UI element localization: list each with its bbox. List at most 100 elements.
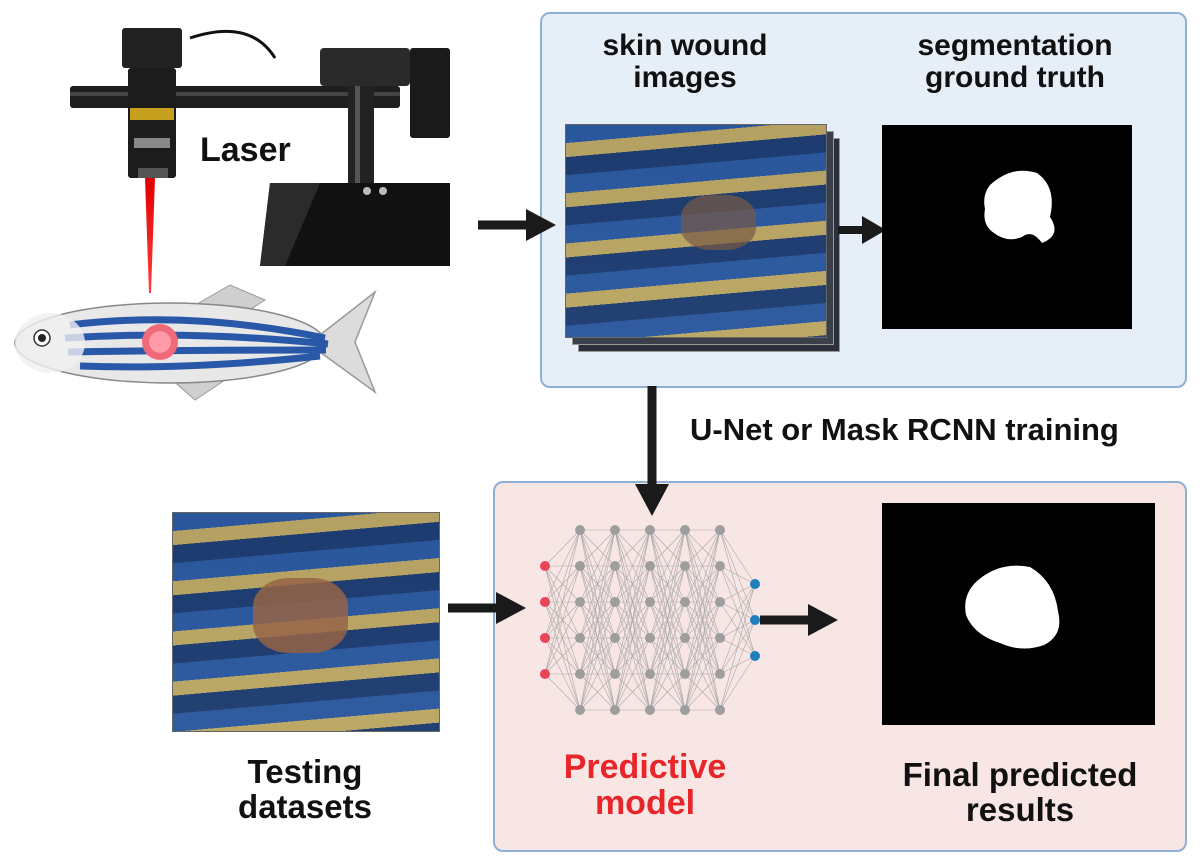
nn-hidden-node <box>610 561 620 571</box>
nn-connection <box>684 565 721 711</box>
nn-input-node <box>540 561 550 571</box>
nn-connection <box>579 601 616 711</box>
nn-hidden-node <box>680 561 690 571</box>
zebrafish-illustration <box>14 284 377 401</box>
arrow-to-training <box>478 209 556 241</box>
predictive-line1: Predictive <box>563 748 727 786</box>
nn-connection <box>719 583 756 675</box>
nn-hidden-node <box>575 561 585 571</box>
nn-hidden-node <box>680 597 690 607</box>
nn-hidden-node <box>610 633 620 643</box>
testing-image <box>172 512 440 732</box>
nn-connection <box>684 529 721 639</box>
nn-connection <box>579 529 616 675</box>
nn-connection <box>544 529 581 675</box>
nn-connection <box>579 529 616 711</box>
nn-output-node <box>750 615 760 625</box>
nn-hidden-node <box>680 669 690 679</box>
laser-label: Laser <box>200 131 291 169</box>
ground-truth-mask-shape <box>984 170 1055 243</box>
nn-hidden-node <box>610 525 620 535</box>
nn-connection <box>579 529 616 603</box>
nn-connection <box>719 619 756 711</box>
laser-beam <box>145 178 155 293</box>
nn-hidden-node <box>645 525 655 535</box>
nn-connection <box>649 601 686 711</box>
nn-connection <box>614 673 651 711</box>
nn-connection <box>649 637 686 711</box>
nn-connection <box>544 673 581 711</box>
nn-connection <box>684 673 721 711</box>
nn-hidden-node <box>645 633 655 643</box>
nn-connection <box>579 637 616 711</box>
nn-hidden-node <box>575 597 585 607</box>
nn-input-node <box>540 633 550 643</box>
predictive-model-label: Predictive model <box>540 748 750 821</box>
testing-line2: datasets <box>238 787 372 825</box>
nn-input-node <box>540 597 550 607</box>
segmentation-line2: ground truth <box>925 60 1105 94</box>
nn-hidden-node <box>575 705 585 715</box>
neural-network-diagram <box>540 525 760 715</box>
nn-connection <box>614 529 651 639</box>
testing-wound-region <box>253 578 348 653</box>
nn-hidden-node <box>680 525 690 535</box>
final-line2: results <box>965 790 1075 828</box>
nn-input-node <box>540 669 550 679</box>
skin-wound-images-line2: images <box>633 60 737 94</box>
nn-connection <box>649 529 686 603</box>
testing-datasets-label: Testing datasets <box>210 753 400 825</box>
nn-connection <box>719 655 756 711</box>
nn-output-node <box>750 651 760 661</box>
final-results-label: Final predicted results <box>870 756 1170 828</box>
nn-hidden-node <box>610 705 620 715</box>
nn-connection <box>579 673 616 711</box>
training-label: U-Net or Mask RCNN training <box>690 412 1119 447</box>
nn-hidden-node <box>575 669 585 679</box>
nn-connection <box>719 583 756 603</box>
nn-connection <box>649 529 686 639</box>
nn-hidden-node <box>715 705 725 715</box>
nn-hidden-node <box>610 669 620 679</box>
arrow-testing-to-model <box>448 592 526 624</box>
nn-connection <box>614 529 651 711</box>
nn-hidden-node <box>645 705 655 715</box>
skin-wound-image <box>565 124 827 338</box>
nn-connection <box>719 583 756 711</box>
nn-connection <box>684 601 721 711</box>
nn-hidden-node <box>575 525 585 535</box>
final-line1: Final predicted <box>902 756 1138 793</box>
wound-region <box>681 195 756 250</box>
arrow-training-to-model <box>635 386 669 516</box>
nn-hidden-node <box>715 561 725 571</box>
nn-connection <box>684 529 721 567</box>
nn-hidden-node <box>715 633 725 643</box>
nn-connection <box>544 529 581 567</box>
arrow-model-to-results <box>760 604 838 636</box>
nn-hidden-node <box>645 669 655 679</box>
arrow-to-ground-truth <box>838 216 886 244</box>
nn-output-node <box>750 579 760 589</box>
nn-connection <box>544 601 581 675</box>
segmentation-line1: segmentation <box>917 29 1113 62</box>
nn-connection <box>719 565 756 585</box>
skin-wound-images-line1: skin wound <box>602 29 768 62</box>
nn-hidden-node <box>715 597 725 607</box>
nn-connection <box>649 673 686 711</box>
nn-connection <box>684 529 721 711</box>
nn-hidden-node <box>645 597 655 607</box>
nn-connection <box>614 529 651 567</box>
nn-connection <box>544 637 581 675</box>
testing-line1: Testing <box>247 753 363 790</box>
nn-connection <box>649 529 686 711</box>
nn-connection <box>544 529 581 603</box>
nn-hidden-node <box>575 633 585 643</box>
nn-connection <box>649 529 686 567</box>
nn-connection <box>719 583 756 639</box>
segmentation-ground-truth-label: segmentation ground truth <box>880 30 1150 93</box>
nn-hidden-node <box>645 561 655 571</box>
ground-truth-mask <box>882 125 1132 329</box>
nn-connection <box>649 565 686 711</box>
nn-connection <box>684 529 721 675</box>
skin-wound-images-label: skin wound images <box>570 30 800 93</box>
